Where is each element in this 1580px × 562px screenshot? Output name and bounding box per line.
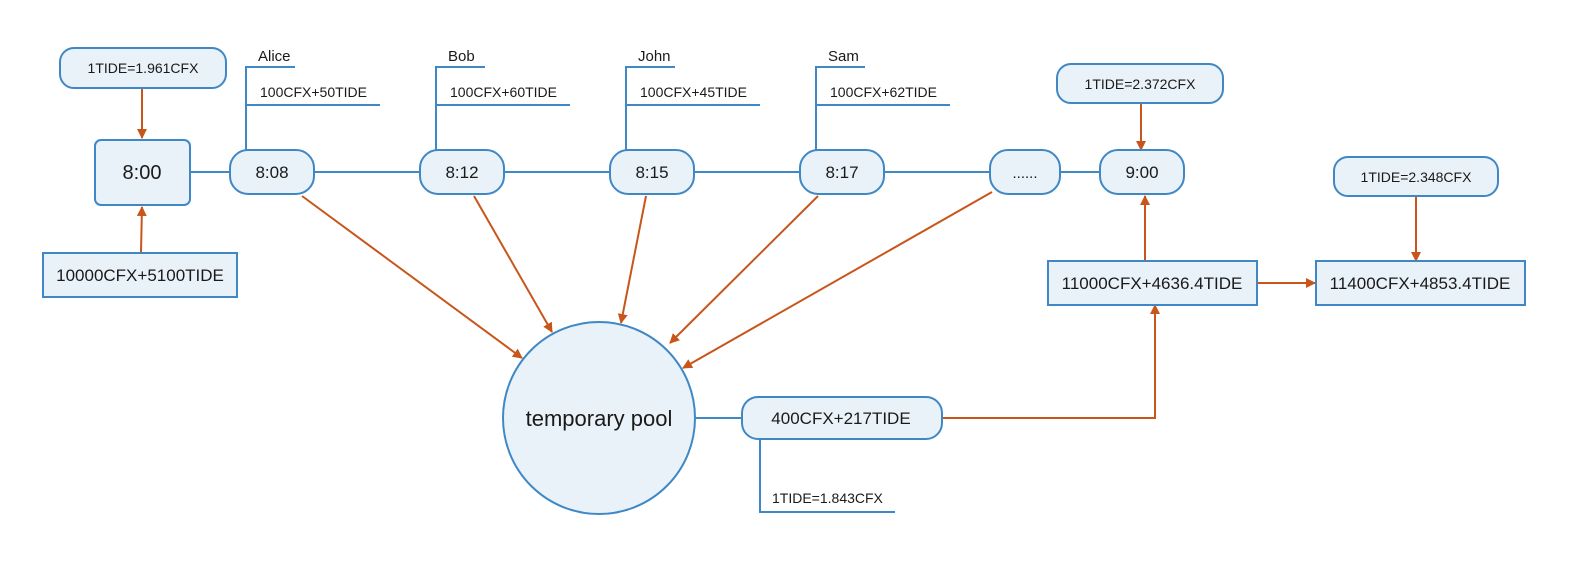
start-rate-pill bbox=[59, 47, 227, 89]
end-liquidity-label: 11000CFX+4636.4TIDE bbox=[1062, 274, 1243, 293]
time-label-john: 8:15 bbox=[635, 163, 668, 182]
swap-callouts: Alice 100CFX+50TIDE Bob 100CFX+60TIDE Jo… bbox=[245, 48, 950, 150]
callout-bracket-alice bbox=[245, 66, 380, 150]
pool-rate-label: 1TIDE=1.843CFX bbox=[772, 490, 884, 506]
arrow-pool-total-to-end-liquidity bbox=[943, 304, 1160, 419]
swap-amount-sam: 100CFX+62TIDE bbox=[830, 84, 937, 100]
time-label-bob: 8:12 bbox=[445, 163, 478, 182]
arrow-sam-to-pool bbox=[669, 195, 819, 344]
ellipsis-node bbox=[989, 149, 1061, 195]
end-time-label: 9:00 bbox=[1125, 163, 1158, 182]
pool-total-pill bbox=[741, 396, 943, 440]
start-rate-label: 1TIDE=1.961CFX bbox=[88, 60, 200, 76]
timeline-nodes: 8:08 8:12 8:15 8:17 ...... 9:00 bbox=[229, 149, 1185, 195]
final-rate-pill bbox=[1333, 156, 1499, 197]
arrow-john-to-pool bbox=[617, 195, 647, 324]
start-section: 1TIDE=1.961CFX 8:00 10000CFX+5100TIDE bbox=[42, 47, 238, 298]
final-section: 1TIDE=2.348CFX 11400CFX+4853.4TIDE bbox=[1315, 156, 1526, 306]
time-label-alice: 8:08 bbox=[255, 163, 288, 182]
end-time-node bbox=[1099, 149, 1185, 195]
temporary-pool-circle bbox=[502, 321, 696, 515]
final-liquidity-label: 11400CFX+4853.4TIDE bbox=[1330, 274, 1511, 293]
swap-user-alice: Alice bbox=[258, 48, 291, 65]
time-node-john bbox=[609, 149, 695, 195]
swap-user-sam: Sam bbox=[828, 48, 859, 65]
end-rate-pill bbox=[1056, 63, 1224, 104]
time-label-sam: 8:17 bbox=[825, 163, 858, 182]
temporary-pool-label: temporary pool bbox=[526, 406, 673, 431]
swap-amount-alice: 100CFX+50TIDE bbox=[260, 84, 367, 100]
arrow-bob-to-pool bbox=[473, 195, 553, 333]
pool-section: temporary pool 400CFX+217TIDE bbox=[502, 321, 943, 515]
timeline bbox=[190, 171, 1100, 419]
time-node-bob bbox=[419, 149, 505, 195]
swap-user-john: John bbox=[638, 48, 671, 65]
arrow-start-liquidity-to-start bbox=[136, 206, 147, 253]
swap-amount-bob: 100CFX+60TIDE bbox=[450, 84, 557, 100]
pool-total-label: 400CFX+217TIDE bbox=[771, 409, 910, 428]
start-liquidity-label: 10000CFX+5100TIDE bbox=[56, 266, 224, 285]
time-node-sam bbox=[799, 149, 885, 195]
swap-amount-john: 100CFX+45TIDE bbox=[640, 84, 747, 100]
start-liquidity-box bbox=[42, 252, 238, 298]
final-rate-label: 1TIDE=2.348CFX bbox=[1361, 169, 1473, 185]
arrow-ellipsis-to-pool bbox=[682, 191, 993, 369]
start-time-label: 8:00 bbox=[123, 162, 162, 184]
end-rate-label: 1TIDE=2.372CFX bbox=[1085, 76, 1197, 92]
end-section: 1TIDE=2.372CFX 11000CFX+4636.4TIDE bbox=[1047, 63, 1258, 306]
start-time-node bbox=[94, 139, 191, 206]
swap-user-bob: Bob bbox=[448, 48, 475, 65]
callout-bracket-john bbox=[625, 66, 760, 150]
flow-arrows bbox=[136, 88, 1421, 419]
pool-rate-bracket bbox=[759, 440, 895, 513]
ellipsis-label: ...... bbox=[1012, 165, 1037, 182]
callout-bracket-sam bbox=[815, 66, 950, 150]
final-liquidity-box bbox=[1315, 260, 1526, 306]
arrow-alice-to-pool bbox=[301, 195, 523, 359]
callout-bracket-bob bbox=[435, 66, 570, 150]
end-liquidity-box bbox=[1047, 260, 1258, 306]
time-node-alice bbox=[229, 149, 315, 195]
